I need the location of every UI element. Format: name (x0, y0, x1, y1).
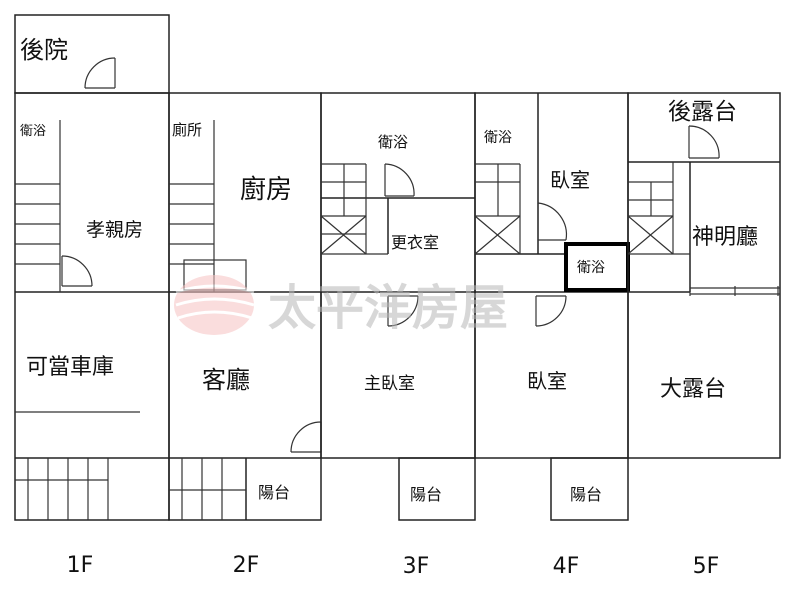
stairs-icon (15, 458, 109, 520)
stairs-icon (320, 163, 388, 255)
stairs-icon (15, 120, 61, 292)
floor-5f: 後露台 神明廳 大露台 (627, 92, 781, 459)
room-label: 孝親房 (86, 219, 143, 241)
room-label: 可當車庫 (26, 355, 114, 380)
company-logo (174, 275, 255, 335)
stairs-icon (627, 162, 690, 255)
room-label: 陽台 (570, 485, 602, 504)
floor-label-5f: 5F (693, 554, 720, 579)
door-icon (84, 57, 116, 89)
floor-3f: 衛浴 更衣室 主臥室 陽台 (320, 92, 476, 521)
stairs-icon (474, 163, 521, 255)
floor-5f-outline (627, 92, 781, 459)
floor-label-3f: 3F (403, 554, 430, 579)
room-label: 後露台 (668, 99, 737, 125)
room-label: 後院 (20, 36, 68, 64)
floor-label-1f: 1F (67, 553, 94, 578)
room-label: 衛浴 (20, 124, 46, 139)
room-label: 客廳 (202, 366, 250, 394)
room-label: 更衣室 (391, 233, 439, 252)
floor-4f-outline (474, 92, 629, 459)
stairs-icon (169, 120, 247, 292)
room-label: 臥室 (527, 369, 567, 393)
sliding-door-icon (689, 286, 780, 296)
stairs-icon (169, 458, 246, 520)
room-label: 衛浴 (378, 133, 408, 151)
floor-label-4f: 4F (553, 554, 580, 579)
door-icon (384, 163, 415, 197)
watermark: 太平洋房屋 (174, 275, 508, 336)
floor-label-2f: 2F (233, 553, 260, 578)
balcony-area (398, 457, 476, 521)
room-label: 神明廳 (692, 225, 758, 250)
room-label: 臥室 (550, 168, 590, 192)
floor-1f-outline (14, 92, 170, 521)
room-label: 衛浴 (484, 130, 512, 146)
floor-4f: 衛浴 臥室 衛浴 臥室 陽台 (474, 92, 630, 521)
room-label: 廁所 (172, 121, 202, 139)
door-icon (387, 295, 419, 327)
room-label: 陽台 (410, 485, 442, 504)
door-icon (537, 202, 568, 241)
door-icon (535, 295, 567, 327)
room-label: 主臥室 (364, 374, 415, 394)
door-icon (61, 255, 93, 287)
door-icon (688, 125, 720, 159)
room-label: 大露台 (660, 377, 726, 402)
room-label: 陽台 (258, 483, 290, 502)
balcony-area (550, 457, 629, 521)
watermark-text: 太平洋房屋 (268, 280, 508, 336)
room-label: 廚房 (240, 175, 292, 205)
floor-labels: 1F 2F 3F 4F 5F (67, 553, 720, 579)
room-label: 衛浴 (577, 260, 605, 276)
floor-1f: 後院 衛浴 孝親房 可當車庫 (14, 14, 170, 521)
door-icon (290, 421, 322, 453)
